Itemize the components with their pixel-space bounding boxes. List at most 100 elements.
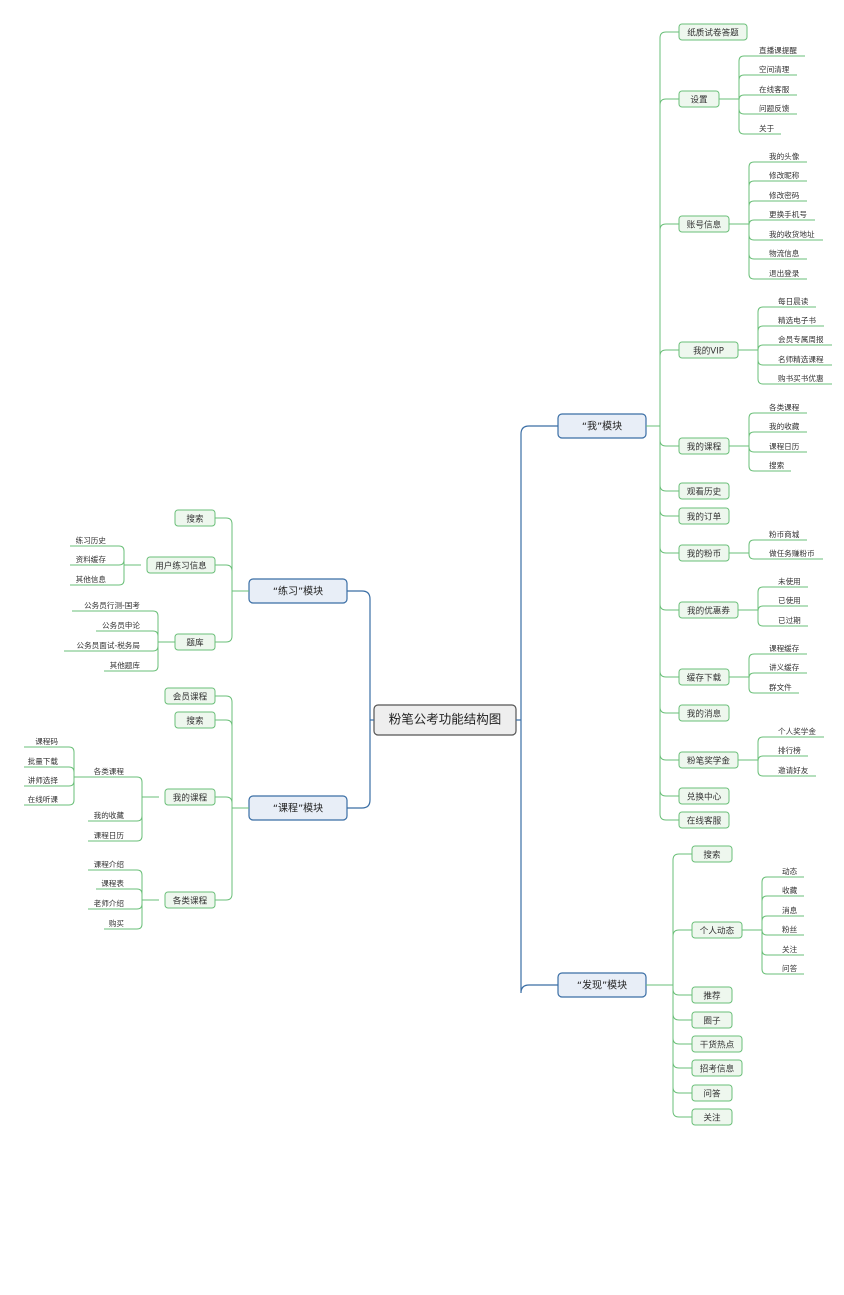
branch-3-child-3-leaf-3-connector xyxy=(104,900,143,930)
branch-0-child-7-leaf-1[interactable]: 做任务赚粉币 xyxy=(769,548,815,558)
branch-0-child-5-box[interactable] xyxy=(678,482,730,500)
branch-0-child-12-box[interactable] xyxy=(678,787,730,805)
branch-0-child-2-leaf-0[interactable]: 我的头像 xyxy=(769,151,800,161)
branch-0-child-1-leaf-0-connector xyxy=(738,55,805,99)
branch-0-child-1-leaf-1[interactable]: 空间清理 xyxy=(759,64,790,74)
branch-0-child-3-leaf-0[interactable]: 每日晨读 xyxy=(778,296,809,306)
branch-3-label: “课程”模块 xyxy=(273,803,323,815)
branch-2-child-1-leaf-2[interactable]: 其他信息 xyxy=(76,574,107,584)
branch-0-child-8-label: 我的优惠券 xyxy=(687,605,730,617)
branch-2-child-1-leaf-1[interactable]: 资料缓存 xyxy=(76,554,107,564)
branch-2-child-2-leaf-1-connector xyxy=(96,630,159,642)
root-label: 粉笔公考功能结构图 xyxy=(389,712,502,727)
branch-0-child-2-leaf-5[interactable]: 物流信息 xyxy=(769,248,800,258)
branch-1-child-1-leaf-3[interactable]: 粉丝 xyxy=(782,924,798,934)
branch-1-child-1-leaf-5[interactable]: 问答 xyxy=(782,963,798,973)
branch-1-child-4-box[interactable] xyxy=(691,1035,743,1053)
branch-1-child-2-box[interactable] xyxy=(691,986,733,1004)
branch-0-child-2-leaf-6[interactable]: 退出登录 xyxy=(769,268,800,278)
branch-0-child-13-box[interactable] xyxy=(678,811,730,829)
branch-1-label: “发现”模块 xyxy=(577,979,627,992)
branch-3-child-3-leaf-0[interactable]: 课程介绍 xyxy=(94,859,125,869)
branch-1-child-0-box[interactable] xyxy=(691,845,733,863)
branch-0-child-4-leaf-2[interactable]: 课程日历 xyxy=(769,442,800,451)
branch-0-child-11-leaf-2[interactable]: 邀请好友 xyxy=(778,765,809,775)
branch-0-child-8-leaf-1[interactable]: 已使用 xyxy=(778,595,801,605)
branch-3-child-2-leaf-2[interactable]: 课程日历 xyxy=(94,831,125,840)
branch-0-child-3-leaf-2[interactable]: 会员专属周报 xyxy=(778,334,824,344)
branch-2-child-1-leaf-0[interactable]: 练习历史 xyxy=(76,535,107,545)
branch-3-child-2-sub-0-leaf-1[interactable]: 批量下载 xyxy=(28,756,59,766)
branch-0-child-7-leaf-0[interactable]: 粉币商城 xyxy=(769,529,800,539)
branch-0-child-0-box[interactable] xyxy=(678,23,748,41)
branch-2-child-2-leaf-2[interactable]: 公务员面试-税务局 xyxy=(77,640,141,650)
branch-1-child-5-box[interactable] xyxy=(691,1059,743,1077)
branch-0-child-2-leaf-2[interactable]: 修改密码 xyxy=(769,190,800,200)
branch-0-child-9-leaf-0-connector xyxy=(748,653,807,677)
branch-1-child-7-box[interactable] xyxy=(691,1108,733,1126)
branch-0-child-8-connector xyxy=(659,426,679,611)
branch-0-child-2-leaf-3[interactable]: 更换手机号 xyxy=(769,209,807,219)
branch-3-child-0-box[interactable] xyxy=(164,687,216,705)
branch-3-connector xyxy=(347,720,371,809)
branch-0-child-8-leaf-2[interactable]: 已过期 xyxy=(778,615,801,625)
branch-3-child-3-leaf-3[interactable]: 购买 xyxy=(109,918,125,928)
branch-1-child-1-leaf-0[interactable]: 动态 xyxy=(782,866,798,876)
branch-0-child-3-leaf-0-connector xyxy=(757,306,816,350)
branch-0-child-10-box[interactable] xyxy=(678,704,730,722)
branch-0-child-3-leaf-4[interactable]: 购书买书优惠 xyxy=(778,373,824,383)
branch-0-child-6-box[interactable] xyxy=(678,507,730,525)
branch-0-child-4-leaf-1[interactable]: 我的收藏 xyxy=(769,421,800,431)
branch-3-child-2-box[interactable] xyxy=(164,788,216,806)
branch-2-child-2-leaf-1[interactable]: 公务员申论 xyxy=(102,620,140,630)
branch-0-child-5-label: 观看历史 xyxy=(687,486,722,498)
branch-1-child-1-leaf-1[interactable]: 收藏 xyxy=(782,885,798,895)
branch-0-child-11-leaf-0[interactable]: 个人奖学金 xyxy=(778,726,816,736)
branch-1-child-3-box[interactable] xyxy=(691,1011,733,1029)
branch-0-child-1-leaf-2[interactable]: 在线客服 xyxy=(759,84,790,94)
branch-0-child-1-leaf-3[interactable]: 问题反馈 xyxy=(759,103,790,113)
branch-3-child-2-leaf-0[interactable]: 各类课程 xyxy=(94,766,125,776)
branch-0-child-9-leaf-2[interactable]: 群文件 xyxy=(769,682,792,692)
branch-3-child-2-leaf-1[interactable]: 我的收藏 xyxy=(94,810,125,820)
branch-1-child-1-leaf-4[interactable]: 关注 xyxy=(782,944,798,954)
branch-0-child-1-label: 设置 xyxy=(690,95,708,106)
branch-3-child-1-box[interactable] xyxy=(174,711,216,729)
branch-2-child-1-leaf-0-connector xyxy=(70,545,125,565)
branch-0-child-6-label: 我的订单 xyxy=(687,511,722,523)
branch-0-child-4-leaf-0[interactable]: 各类课程 xyxy=(769,402,800,412)
branch-0-child-2-leaf-2-connector xyxy=(748,200,807,224)
branch-3-child-3-box[interactable] xyxy=(164,891,216,909)
branch-0-child-9-leaf-0[interactable]: 课程缓存 xyxy=(769,643,800,653)
branch-0-child-9-leaf-1[interactable]: 讲义缓存 xyxy=(769,662,800,672)
branch-3-child-2-sub-0-leaf-0[interactable]: 课程码 xyxy=(35,737,58,746)
branch-1-child-1-leaf-2[interactable]: 消息 xyxy=(782,905,798,915)
branch-0-child-11-leaf-1[interactable]: 排行榜 xyxy=(778,745,801,755)
branch-0-child-3-leaf-3[interactable]: 名师精选课程 xyxy=(778,354,824,364)
branch-3-child-2-sub-0-leaf-3[interactable]: 在线听课 xyxy=(28,794,59,804)
branch-0-child-1-leaf-0[interactable]: 直播课提醒 xyxy=(759,45,797,55)
branch-2-child-1-box[interactable] xyxy=(146,556,216,574)
branch-3-child-3-leaf-1[interactable]: 课程表 xyxy=(101,878,124,888)
branch-0-child-8-leaf-0[interactable]: 未使用 xyxy=(778,576,801,586)
branch-3-child-3-leaf-2[interactable]: 老师介绍 xyxy=(94,898,125,908)
branch-0-child-2-leaf-4[interactable]: 我的收货地址 xyxy=(769,229,815,239)
branch-0-child-6-connector xyxy=(659,426,679,517)
branch-0-child-4-leaf-0-connector xyxy=(748,412,807,446)
branch-0-child-3-leaf-1[interactable]: 精选电子书 xyxy=(778,315,816,325)
branch-0-child-1-connector xyxy=(659,98,679,426)
branch-0-child-2-leaf-6-connector xyxy=(748,224,807,280)
branch-2-child-0-label: 搜索 xyxy=(186,513,204,525)
branch-3-child-2-sub-0-leaf-2[interactable]: 讲师选择 xyxy=(28,775,59,785)
branch-1-child-6-box[interactable] xyxy=(691,1084,733,1102)
branch-0-child-2-leaf-1[interactable]: 修改昵称 xyxy=(769,170,800,180)
branch-2-child-0-box[interactable] xyxy=(174,509,216,527)
branch-0-child-4-label: 我的课程 xyxy=(687,441,722,453)
branch-0-child-1-leaf-4[interactable]: 关于 xyxy=(759,123,775,133)
branch-2-child-1-leaf-2-connector xyxy=(70,565,125,586)
branch-2-child-2-leaf-0[interactable]: 公务员行测-国考 xyxy=(84,600,140,610)
branch-1-child-1-leaf-0-connector xyxy=(761,876,804,930)
branch-0-child-4-leaf-3[interactable]: 搜索 xyxy=(769,460,785,470)
branch-2-child-2-leaf-3[interactable]: 其他题库 xyxy=(110,660,141,670)
branch-3-child-0-connector xyxy=(215,695,233,808)
